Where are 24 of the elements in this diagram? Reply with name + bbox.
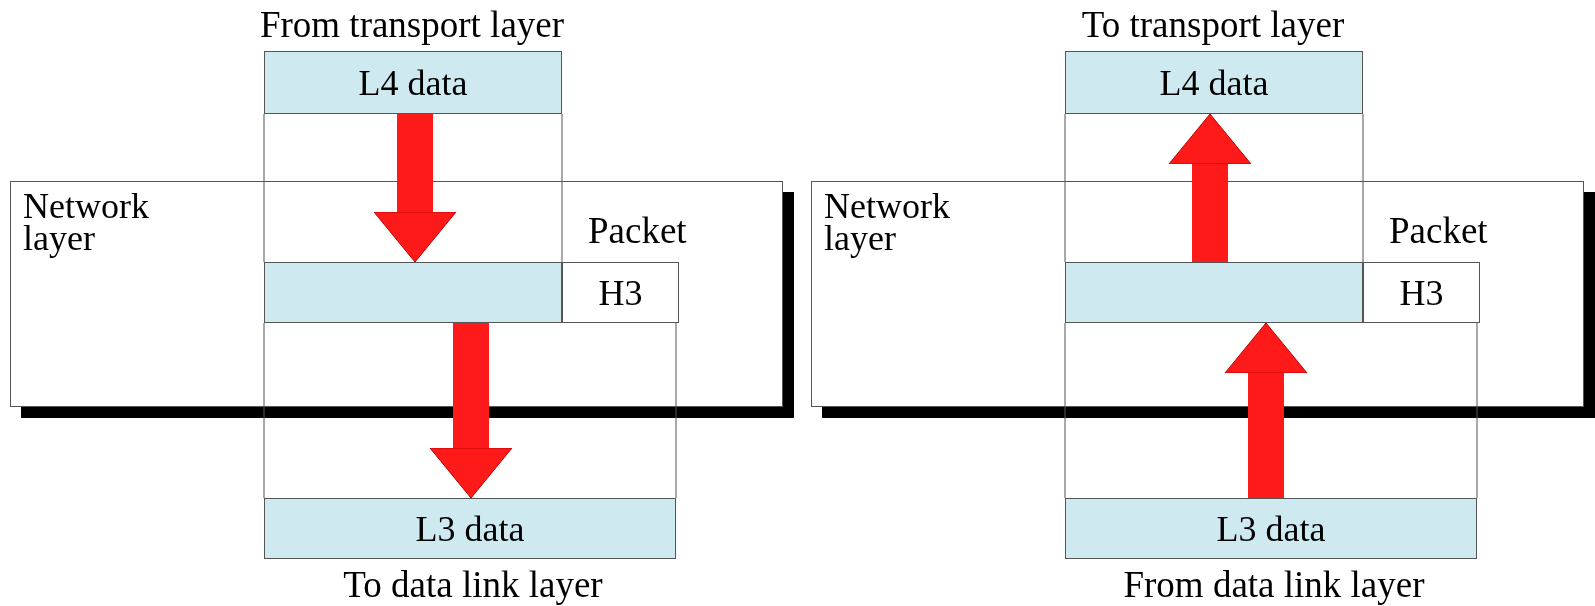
packet-label: Packet bbox=[588, 212, 687, 249]
block-arrow bbox=[429, 323, 513, 499]
data-box bbox=[264, 498, 676, 559]
node-label: H3 bbox=[598, 274, 643, 311]
block-arrow bbox=[373, 114, 457, 263]
block-arrow bbox=[1224, 322, 1308, 498]
node-label: L4 data bbox=[1159, 64, 1269, 101]
node-label: L3 data bbox=[415, 510, 525, 547]
layer-caption: From data link layer bbox=[1123, 566, 1425, 603]
node-label: H3 bbox=[1399, 274, 1444, 311]
header-box bbox=[1363, 262, 1480, 323]
data-box bbox=[264, 262, 562, 323]
block-arrow bbox=[1168, 113, 1252, 262]
packet-label: Packet bbox=[1389, 212, 1488, 249]
layer-caption: To transport layer bbox=[1081, 6, 1345, 43]
layer-caption: From transport layer bbox=[259, 6, 565, 43]
node-label: L3 data bbox=[1216, 510, 1326, 547]
data-box bbox=[1065, 498, 1477, 559]
header-box bbox=[562, 262, 679, 323]
data-box bbox=[264, 51, 562, 114]
node-label: L4 data bbox=[358, 64, 468, 101]
data-box bbox=[1065, 51, 1363, 114]
layer-caption: To data link layer bbox=[343, 566, 603, 603]
data-box bbox=[1065, 262, 1363, 323]
